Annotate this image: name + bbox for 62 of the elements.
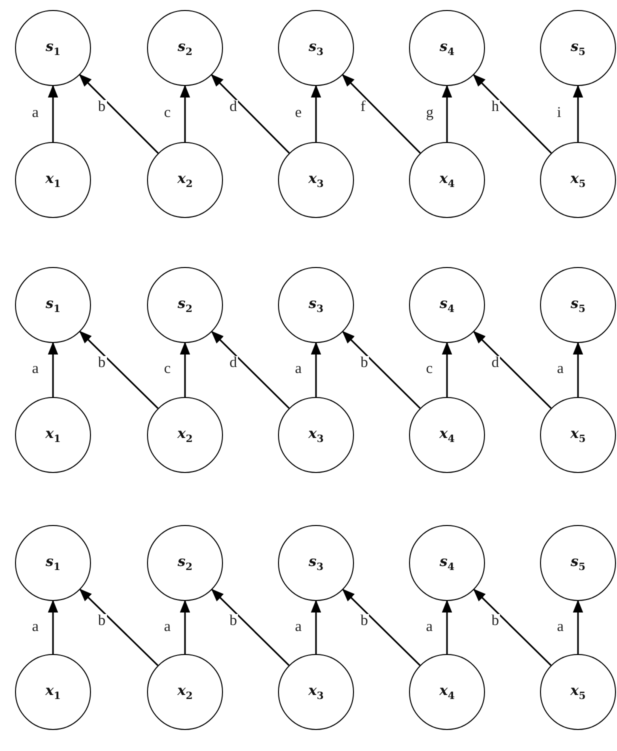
node-label: s$_{5}$ <box>570 554 586 572</box>
node-label: s$_{4}$ <box>440 554 454 572</box>
node-label: x$_{2}$ <box>177 682 193 702</box>
edge-label: b <box>360 614 369 628</box>
arrow <box>48 342 58 397</box>
node-label: s$_{2}$ <box>178 554 192 572</box>
arrow <box>79 330 158 409</box>
node-label: s$_{4}$ <box>440 38 454 58</box>
node-label: s$_{3}$ <box>308 554 324 572</box>
arrow <box>180 342 190 397</box>
node-label: x$_{3}$ <box>308 170 324 190</box>
edge-label: b <box>228 614 238 628</box>
arrow <box>572 84 584 142</box>
node-label: x$_{5}$ <box>570 170 586 190</box>
node-label: x$_{4}$ <box>439 170 455 190</box>
node-label: s$_{1}$ <box>46 38 60 58</box>
arrow <box>473 588 552 666</box>
node-label: x$_{2}$ <box>177 426 193 444</box>
arrow <box>442 342 452 397</box>
arrow <box>79 588 158 666</box>
arrow <box>211 588 290 666</box>
arrow <box>210 74 290 154</box>
arrow <box>342 74 421 154</box>
arrow <box>342 588 420 666</box>
node-label: x$_{3}$ <box>308 426 324 444</box>
arrow <box>310 342 322 397</box>
arrow <box>473 330 552 409</box>
node-label: x$_{5}$ <box>570 682 586 702</box>
arrow <box>211 330 290 409</box>
arrow <box>310 600 322 654</box>
node-label: x$_{1}$ <box>45 170 61 190</box>
arrow <box>472 74 552 154</box>
node-label: x$_{4}$ <box>439 426 455 444</box>
edge-label: b <box>490 614 500 628</box>
arrow <box>180 84 190 142</box>
node-label: s$_{5}$ <box>570 38 586 58</box>
node-label: x$_{1}$ <box>45 682 61 702</box>
arrow <box>78 74 159 154</box>
node-label: x$_{3}$ <box>308 682 324 702</box>
arrow <box>442 600 452 654</box>
node-label: s$_{5}$ <box>570 296 586 314</box>
node-label: s$_{4}$ <box>440 296 454 314</box>
arrow <box>48 600 58 654</box>
node-label: s$_{3}$ <box>308 296 324 314</box>
node-label: x$_{4}$ <box>439 682 455 702</box>
node-label: s$_{1}$ <box>46 296 60 314</box>
arrow <box>310 84 322 142</box>
arrow <box>180 600 190 654</box>
node-label: s$_{3}$ <box>308 38 324 58</box>
node-label: s$_{2}$ <box>178 296 192 314</box>
node-label: x$_{1}$ <box>45 426 61 444</box>
arrow <box>572 342 584 397</box>
arrow <box>572 600 584 654</box>
node-label: x$_{5}$ <box>570 426 586 444</box>
arrow <box>48 84 58 142</box>
edge-label: b <box>97 614 106 628</box>
arrow <box>342 330 421 409</box>
edge-label: g <box>425 106 434 121</box>
node-label: s$_{1}$ <box>46 554 60 572</box>
node-label: s$_{2}$ <box>178 38 192 58</box>
node-label: x$_{2}$ <box>177 170 193 190</box>
arrow <box>442 84 452 142</box>
